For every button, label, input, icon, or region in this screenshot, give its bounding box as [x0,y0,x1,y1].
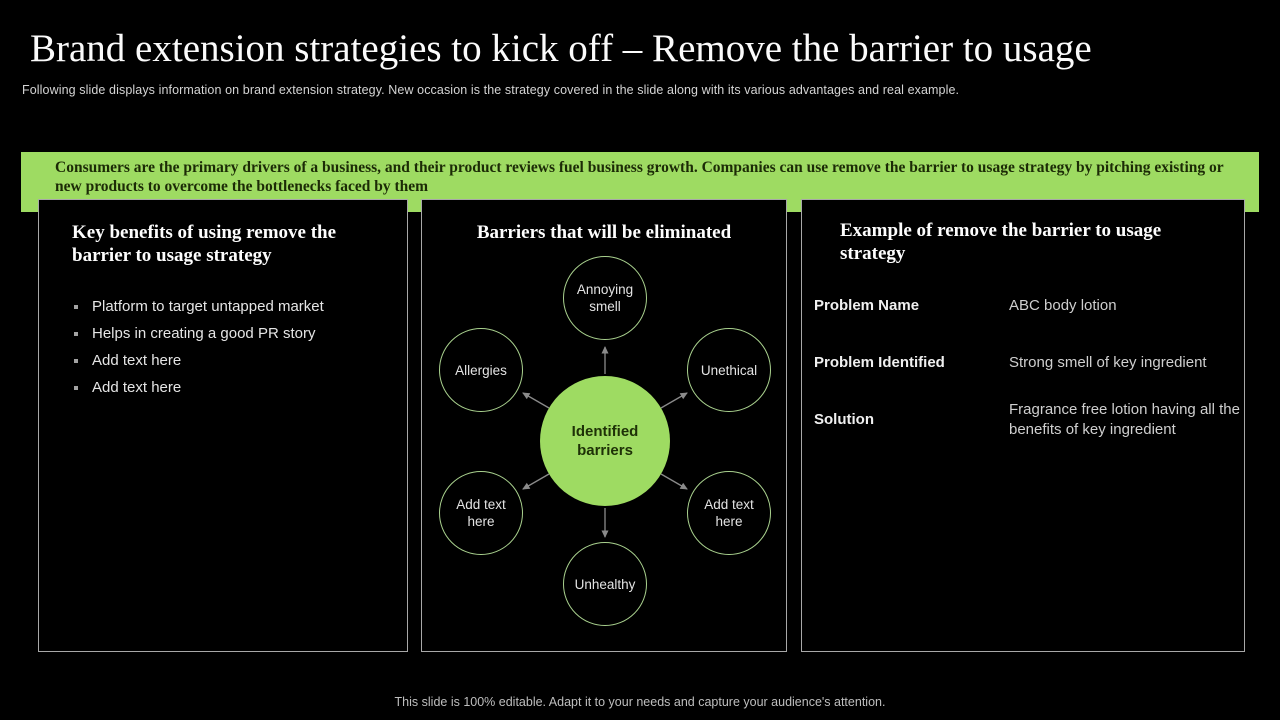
footer-note: This slide is 100% editable. Adapt it to… [394,695,886,709]
list-item-label: Add text here [92,379,182,396]
list-item: Platform to target untapped market [72,298,389,316]
bullet-square-icon [74,332,78,336]
example-panel-title: Example of remove the barrier to usage s… [840,220,1162,264]
barrier-node: Allergies [439,328,523,412]
list-item-label: Add text here [92,352,182,369]
row-value: ABC body lotion [1009,296,1117,314]
row-value: Strong smell of key ingredient [1009,353,1207,371]
banner-text: Consumers are the primary drivers of a b… [55,159,1224,195]
connector-arrows [522,346,688,538]
bullet-square-icon [74,386,78,390]
list-item: Add text here [72,352,389,370]
barrier-node: Annoying smell [563,256,647,340]
table-row: Problem Name ABC body lotion [814,277,1234,334]
row-label: Problem Name [814,297,920,314]
list-item-label: Platform to target untapped market [92,298,324,315]
benefits-panel-title: Key benefits of using remove the barrier… [72,222,337,266]
barrier-node: Unethical [687,328,771,412]
row-value: Fragrance free lotion having all the ben… [1009,400,1240,438]
row-label: Solution [814,411,874,428]
list-item: Helps in creating a good PR story [72,325,389,343]
hub-circle: Identified barriers [540,376,670,506]
table-row: Solution Fragrance free lotion having al… [814,391,1240,448]
list-item-label: Helps in creating a good PR story [92,325,316,342]
bullet-square-icon [74,359,78,363]
slide-title: Brand extension strategies to kick off –… [30,27,1092,70]
list-item: Add text here [72,379,389,397]
row-label: Problem Identified [814,354,945,371]
barrier-node: Add text here [439,471,523,555]
bullet-square-icon [74,305,78,309]
benefits-list: Platform to target untapped market Helps… [72,298,389,397]
benefits-panel: Key benefits of using remove the barrier… [38,199,408,652]
barriers-panel: Barriers that will be eliminated Annoyin… [421,199,787,652]
example-table: Problem Name ABC body lotion Problem Ide… [814,277,1240,448]
barriers-diagram: Annoying smell Allergies Unethical Add t… [422,200,786,651]
barriers-panel-title: Barriers that will be eliminated [476,222,732,243]
slide-subtitle: Following slide displays information on … [22,83,960,97]
table-row: Problem Identified Strong smell of key i… [814,334,1234,391]
barrier-node: Add text here [687,471,771,555]
example-panel: Example of remove the barrier to usage s… [801,199,1245,652]
barrier-node: Unhealthy [563,542,647,626]
